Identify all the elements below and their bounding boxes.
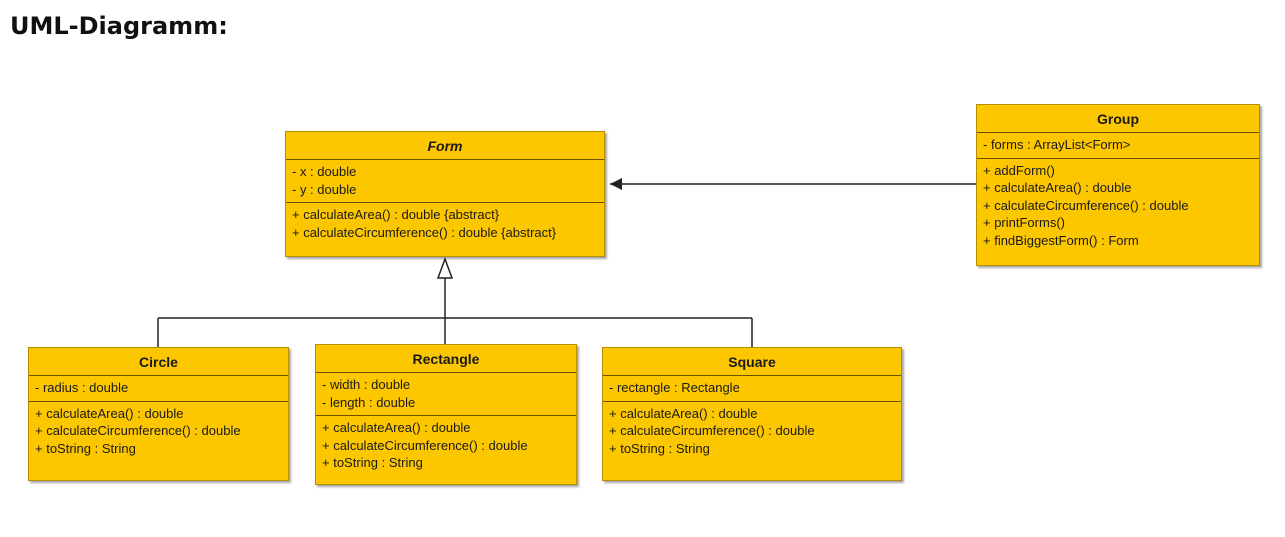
class-form-methods: + calculateArea() : double {abstract} + … (286, 203, 604, 245)
class-circle-method: + calculateArea() : double (35, 405, 184, 421)
class-square[interactable]: Square - rectangle : Rectangle + calcula… (602, 347, 902, 481)
class-rectangle[interactable]: Rectangle - width : double - length : do… (315, 344, 577, 485)
class-group-method: + calculateCircumference() : double (983, 197, 1189, 213)
class-form-method: + calculateCircumference() : double {abs… (292, 224, 557, 240)
class-group[interactable]: Group - forms : ArrayList<Form> + addFor… (976, 104, 1260, 266)
class-group-attributes: - forms : ArrayList<Form> (977, 133, 1259, 159)
class-square-method: + toString : String (609, 440, 710, 456)
class-form-name: Form (286, 132, 604, 160)
class-group-method: + calculateArea() : double (983, 180, 1132, 195)
class-rectangle-method: + toString : String (322, 455, 423, 470)
class-form-attribute: - x : double (292, 164, 357, 179)
class-circle-method: + toString : String (35, 440, 136, 456)
class-group-attribute: - forms : ArrayList<Form> (983, 137, 1131, 152)
class-group-method: + addForm() (983, 162, 1055, 178)
class-square-method: + calculateCircumference() : double (609, 423, 815, 438)
class-group-method: + printForms() (983, 215, 1065, 230)
class-circle-attribute: - radius : double (35, 380, 129, 395)
class-group-methods: + addForm() + calculateArea() : double +… (977, 159, 1259, 254)
class-rectangle-method: + calculateCircumference() : double (322, 437, 528, 453)
class-circle-methods: + calculateArea() : double + calculateCi… (29, 402, 288, 462)
class-circle-method: + calculateCircumference() : double (35, 423, 241, 438)
class-square-attributes: - rectangle : Rectangle (603, 376, 901, 402)
class-group-method: + findBiggestForm() : Form (983, 232, 1139, 248)
class-square-methods: + calculateArea() : double + calculateCi… (603, 402, 901, 462)
class-form-method: + calculateArea() : double {abstract} (292, 207, 500, 222)
class-rectangle-method: + calculateArea() : double (322, 420, 471, 435)
class-square-attribute: - rectangle : Rectangle (609, 380, 740, 395)
class-square-method: + calculateArea() : double (609, 405, 758, 421)
class-form[interactable]: Form - x : double - y : double + calcula… (285, 131, 605, 257)
class-rectangle-attributes: - width : double - length : double (316, 373, 576, 416)
generalization-tree (157, 278, 753, 347)
class-rectangle-methods: + calculateArea() : double + calculateCi… (316, 416, 576, 476)
inheritance-triangle-icon (436, 256, 454, 279)
class-form-attribute: - y : double (292, 181, 357, 197)
class-rectangle-name: Rectangle (316, 345, 576, 373)
class-rectangle-attribute: - width : double (322, 377, 411, 392)
class-circle[interactable]: Circle - radius : double + calculateArea… (28, 347, 289, 481)
class-circle-attributes: - radius : double (29, 376, 288, 402)
class-circle-name: Circle (29, 348, 288, 376)
class-group-name: Group (977, 105, 1259, 133)
class-form-attributes: - x : double - y : double (286, 160, 604, 203)
class-rectangle-attribute: - length : double (322, 394, 416, 410)
page-title: UML-Diagramm: (10, 12, 228, 40)
class-square-name: Square (603, 348, 901, 376)
